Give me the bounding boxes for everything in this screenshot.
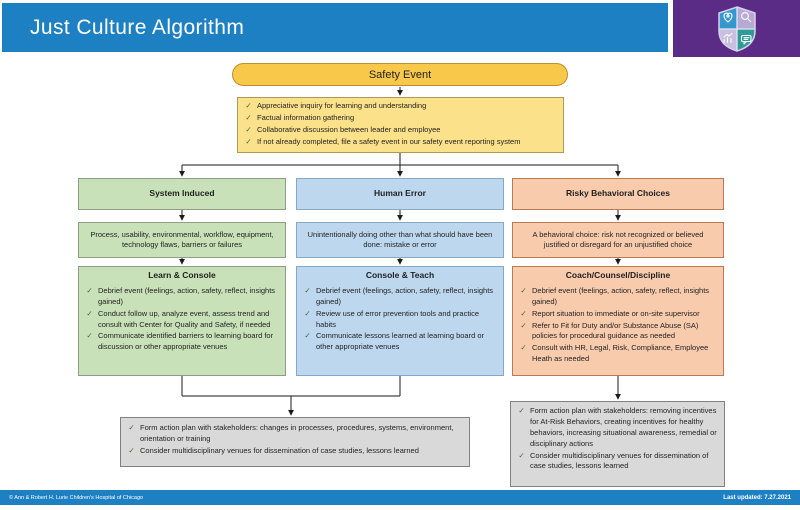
column-header-risky-behavioral-choices: Risky Behavioral Choices [512,178,724,210]
checklist-item: ✓Conduct follow up, analyze event, asses… [86,308,271,329]
check-icon: ✓ [128,423,135,432]
description-system-induced: Process, usability, environmental, workf… [78,222,286,258]
magnifier-icon [740,11,749,20]
intake-box: ✓Appreciative inquiry for learning and u… [237,97,564,153]
check-icon: ✓ [128,445,135,455]
checklist-item: ✓Refer to Fit for Duty and/or Substance … [520,320,699,341]
description-risky-behavioral-choices: A behavioral choice: risk not recognized… [512,222,724,258]
check-icon: ✓ [245,136,252,146]
check-icon: ✓ [86,308,93,318]
column-header-human-error: Human Error [296,178,504,210]
checklist-item: ✓Form action plan with stakeholders: cha… [128,423,454,443]
page-title: Just Culture Algorithm [30,15,245,39]
chart-icon [722,32,733,43]
check-icon: ✓ [86,331,93,341]
checklist-item: ✓Communicate identified barriers to lear… [86,331,274,352]
action-box-coach-counsel-discipline: Coach/Counsel/Discipline ✓Debrief event … [512,266,724,376]
safety-event-node: Safety Event [232,63,568,86]
hospital-logo [673,0,800,57]
action-title: Learn & Console [148,270,216,280]
outcome-box-risky: ✓Form action plan with stakeholders: rem… [510,401,725,487]
checklist-item: ✓Collaborative discussion between leader… [245,124,441,134]
checklist-item: ✓Consider multidisciplinary venues for d… [518,450,709,471]
checklist-item: ✓Form action plan with stakeholders: rem… [518,406,717,448]
checklist-item: ✓Debrief event (feelings, action, safety… [520,285,710,306]
header-bar: Just Culture Algorithm [2,3,668,52]
check-icon: ✓ [245,101,252,110]
check-icon: ✓ [520,343,527,353]
description-human-error: Unintentionally doing other than what sh… [296,222,504,258]
checklist-item: ✓Appreciative inquiry for learning and u… [245,101,427,110]
safety-event-label: Safety Event [368,68,432,81]
action-title: Coach/Counsel/Discipline [565,270,671,280]
action-box-learn-console: Learn & Console ✓Debrief event (feelings… [78,266,286,376]
last-updated-text: Last updated: 7.27.2021 [723,494,791,501]
check-icon: ✓ [86,285,93,295]
checklist-item: ✓If not already completed, file a safety… [245,136,521,146]
check-icon: ✓ [245,112,252,122]
shield-logo-icon [717,5,756,52]
check-icon: ✓ [520,308,527,318]
check-icon: ✓ [304,331,311,341]
action-title: Console & Teach [365,270,435,280]
checklist-item: ✓Report situation to immediate or on-sit… [520,308,700,318]
footer-bar: © Ann & Robert H. Lurie Children's Hospi… [0,490,800,505]
check-icon: ✓ [520,285,527,295]
check-icon: ✓ [518,406,525,415]
check-icon: ✓ [520,320,527,330]
check-icon: ✓ [245,124,252,134]
checklist-item: ✓Consult with HR, Legal, Risk, Complianc… [520,343,709,364]
person-in-heart-icon [725,13,730,18]
checklist-item: ✓Factual information gathering [245,112,355,122]
checklist-item: ✓Consider multidisciplinary venues for d… [128,445,419,455]
check-icon: ✓ [304,285,311,295]
checklist-item: ✓Debrief event (feelings, action, safety… [304,285,494,306]
copyright-text: © Ann & Robert H. Lurie Children's Hospi… [9,494,144,501]
check-icon: ✓ [518,450,525,460]
checklist-item: ✓Review use of error prevention tools an… [304,308,480,329]
checklist-item: ✓Communicate lessons learned at learning… [304,331,485,352]
checklist-item: ✓Debrief event (feelings, action, safety… [86,285,276,306]
column-header-system-induced: System Induced [78,178,286,210]
action-box-console-teach: Console & Teach ✓Debrief event (feelings… [296,266,504,376]
outcome-box-system-human: ✓Form action plan with stakeholders: cha… [120,417,470,467]
check-icon: ✓ [304,308,311,318]
